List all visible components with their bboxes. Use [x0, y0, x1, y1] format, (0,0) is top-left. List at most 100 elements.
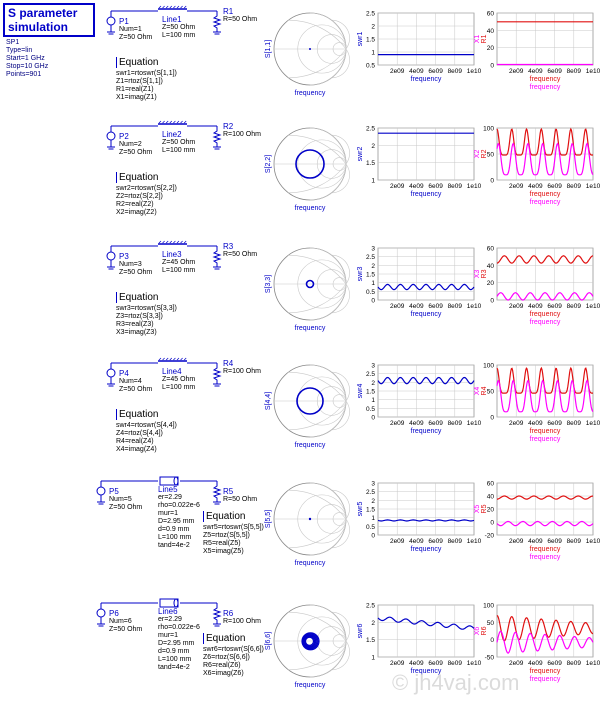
equation-lines: swr1=rtoswr(S[1,1])Z1=rtoz(S[1,1])R1=rea…	[116, 70, 177, 102]
rx-xtick: 2e09	[509, 538, 524, 545]
line-param: Line5	[158, 485, 178, 494]
rx-ylabel-r: R4	[481, 386, 488, 395]
swr-ytick: 1	[371, 397, 375, 404]
rx-xtick: 4e09	[528, 538, 543, 545]
port-param: P4	[119, 369, 129, 378]
swr-ytick: 2	[371, 380, 375, 387]
rx-xlabel-x: frequency	[530, 436, 561, 443]
resistor-param: R=100 Ohm	[223, 131, 261, 138]
smith-chart	[273, 364, 350, 438]
line-param: rho=0.022e-6	[158, 502, 200, 509]
line-param: L=100 mm	[162, 267, 196, 274]
smith-frequency-label: frequency	[295, 205, 326, 212]
x-trace	[496, 142, 594, 176]
rx-ytick: 100	[483, 363, 494, 370]
port-param: Z=50 Ohm	[119, 149, 153, 156]
smith-chart	[273, 12, 350, 86]
swr-xtick: 1e10	[467, 303, 482, 310]
port-param: Num=5	[109, 496, 132, 503]
line-param: Line2	[162, 130, 182, 139]
line-param: Z=50 Ohm	[162, 24, 196, 31]
swr-ytick: 3	[371, 246, 375, 253]
swr-ytick: 3	[371, 481, 375, 488]
port-param: Z=50 Ohm	[119, 386, 153, 393]
swr-xtick: 4e09	[409, 68, 424, 75]
rx-xlabel-r: frequency	[530, 546, 561, 553]
swr-ylabel: swr4	[357, 384, 364, 399]
swr-ytick: 0.5	[366, 406, 375, 413]
equation-line: X4=imag(Z4)	[116, 446, 157, 453]
equation-lines: swr2=rtoswr(S[2,2])Z2=rtoz(S[2,2])R2=rea…	[116, 185, 177, 217]
swr-trace	[377, 616, 475, 630]
rx-xlabel-x: frequency	[530, 554, 561, 561]
resistor-param: R5	[223, 487, 234, 496]
swr-xtick: 2e09	[390, 303, 405, 310]
line-param: er=2.29	[158, 494, 182, 501]
swr-ytick: 0.5	[366, 524, 375, 531]
rx-ytick: 60	[487, 246, 495, 253]
equation-line: swr4=rtoswr(S[4,4])	[116, 422, 177, 429]
swr-xtick: 2e09	[390, 660, 405, 667]
resistor-icon	[212, 603, 222, 624]
swr-ytick: 2	[371, 498, 375, 505]
line-param: Line1	[162, 15, 182, 24]
rx-xtick: 1e10	[586, 68, 600, 75]
rx-ylabel-x: X3	[474, 270, 481, 279]
swr-ytick: 2.5	[366, 371, 375, 378]
swr-xlabel: frequency	[411, 428, 442, 435]
rx-xtick: 8e09	[567, 538, 582, 545]
rx-xtick: 8e09	[567, 303, 582, 310]
swr-xtick: 2e09	[390, 420, 405, 427]
swr-trace	[377, 376, 475, 385]
equation-line: X1=imag(Z1)	[116, 94, 157, 101]
rx-xtick: 4e09	[528, 183, 543, 190]
line-param: mur=1	[158, 632, 179, 639]
smith-trace	[302, 633, 319, 650]
swr-xtick: 8e09	[448, 183, 463, 190]
rx-xtick: 1e10	[586, 303, 600, 310]
equation-block: Equation swr2=rtoswr(S[2,2])Z2=rtoz(S[2,2…	[116, 172, 177, 217]
resistor-icon	[212, 363, 222, 384]
x-trace	[496, 630, 594, 654]
rx-xtick: 4e09	[528, 68, 543, 75]
smith-trace	[304, 635, 316, 647]
smith-axis-label: S[4,4]	[265, 392, 272, 410]
swr-ytick: 1.5	[366, 507, 375, 514]
rx-ylabel-x: X5	[474, 505, 481, 514]
port-source-icon	[106, 131, 116, 141]
rx-xtick: 8e09	[567, 183, 582, 190]
simulation-title-box: S parameter simulation	[3, 3, 95, 37]
swr-xtick: 1e10	[467, 538, 482, 545]
port-param: Num=6	[109, 618, 132, 625]
swr-ylabel: swr5	[357, 502, 364, 517]
equation-title: Equation	[203, 511, 264, 522]
equation-line: R2=real(Z2)	[116, 201, 154, 208]
rx-xlabel-r: frequency	[530, 191, 561, 198]
rx-ytick: 50	[487, 152, 495, 159]
equation-line: R4=real(Z4)	[116, 438, 154, 445]
port-source-icon	[106, 368, 116, 378]
swr-xtick: 6e09	[428, 660, 443, 667]
rx-xtick: 1e10	[586, 183, 600, 190]
swr-ytick: 1.5	[366, 389, 375, 396]
port-param: P1	[119, 17, 129, 26]
port-param: Num=4	[119, 378, 142, 385]
equation-title: Equation	[116, 172, 177, 183]
equation-line: swr3=rtoswr(S[3,3])	[116, 305, 177, 312]
